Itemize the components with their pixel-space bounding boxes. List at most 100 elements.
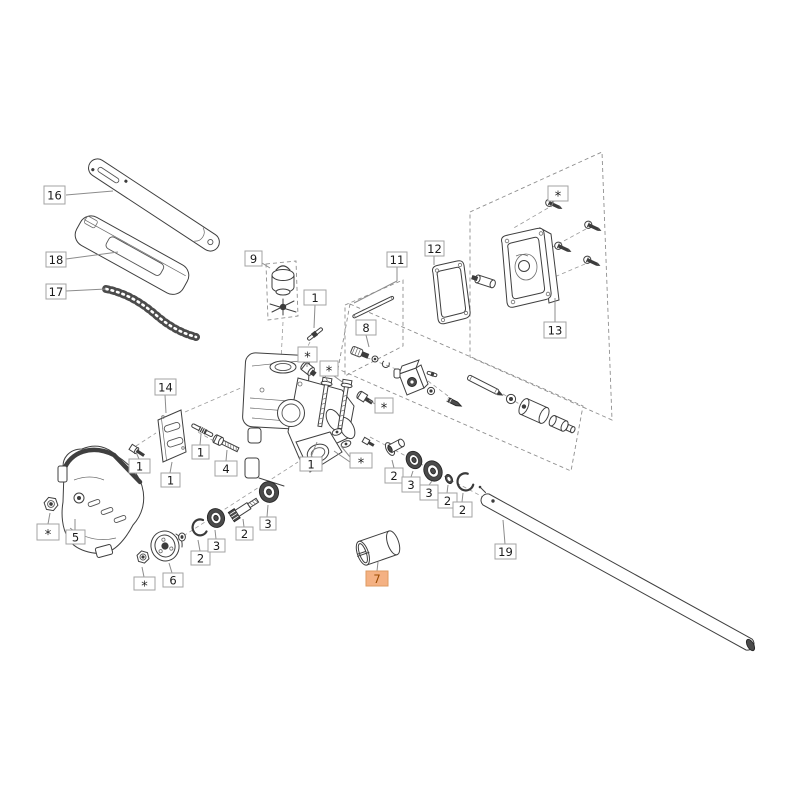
label-1d-box[interactable] — [160, 472, 181, 488]
leader-line — [313, 304, 316, 329]
label-star-nut-bottom[interactable]: * — [133, 576, 156, 595]
label-11[interactable]: 11 — [386, 251, 408, 268]
part-dowel-pin — [191, 423, 214, 437]
leader-line — [446, 484, 449, 494]
label-19-text: 19 — [498, 545, 513, 559]
label-star-plug-text: * — [304, 351, 311, 366]
label-3a-box[interactable] — [207, 538, 226, 553]
label-12-box[interactable] — [424, 240, 445, 257]
label-17-box[interactable] — [45, 283, 67, 300]
label-18[interactable]: 18 — [45, 251, 67, 268]
label-9-box[interactable] — [244, 250, 263, 267]
label-17[interactable]: 17 — [45, 283, 67, 300]
label-3d[interactable]: 3 — [419, 484, 439, 501]
leader-line — [168, 562, 173, 574]
label-star-screw[interactable]: * — [374, 397, 394, 417]
label-17-text: 17 — [49, 285, 64, 299]
label-6-box[interactable] — [162, 572, 184, 588]
label-19-box[interactable] — [494, 543, 517, 560]
label-16[interactable]: 16 — [43, 185, 66, 205]
label-2b-box[interactable] — [235, 526, 254, 541]
label-11-box[interactable] — [386, 251, 408, 268]
label-7-box[interactable] — [365, 570, 389, 587]
leader-line — [310, 441, 318, 458]
label-1b[interactable]: 1 — [299, 456, 323, 472]
label-16-box[interactable] — [43, 185, 66, 205]
label-star-cover[interactable]: * — [547, 185, 569, 205]
label-2d-box[interactable] — [437, 492, 458, 509]
label-2d[interactable]: 2 — [437, 492, 458, 509]
label-1c-box[interactable] — [128, 458, 151, 474]
label-2e[interactable]: 2 — [452, 501, 473, 518]
label-star-clips-box[interactable] — [349, 452, 373, 469]
label-19[interactable]: 19 — [494, 543, 517, 560]
label-8-box[interactable] — [355, 319, 377, 336]
label-star-cover-box[interactable] — [547, 185, 569, 202]
label-2b[interactable]: 2 — [235, 526, 254, 541]
part-coupler — [518, 398, 550, 424]
label-13[interactable]: 13 — [543, 321, 567, 339]
part-saw-chain — [102, 285, 200, 341]
label-1a-box[interactable] — [303, 289, 327, 306]
label-4[interactable]: 4 — [214, 460, 238, 477]
label-9[interactable]: 9 — [244, 250, 263, 267]
part-nut-bottom — [136, 550, 150, 564]
leader-line — [365, 334, 370, 348]
leader-line — [164, 394, 167, 414]
label-18-box[interactable] — [45, 251, 67, 268]
label-star-nut-bottom-box[interactable] — [133, 576, 156, 591]
label-1b-box[interactable] — [299, 456, 323, 472]
label-12[interactable]: 12 — [424, 240, 445, 257]
label-2a[interactable]: 2 — [190, 550, 211, 566]
label-star-screw-box[interactable] — [374, 397, 394, 414]
label-7[interactable]: 7 — [365, 570, 389, 587]
label-star-screw-text: * — [381, 402, 388, 417]
leader-line — [242, 518, 245, 528]
part-clutch-drum — [150, 530, 183, 562]
part-snap-ring-left — [191, 518, 208, 537]
label-2a-box[interactable] — [190, 550, 211, 566]
label-1a[interactable]: 1 — [303, 289, 327, 306]
label-13-box[interactable] — [543, 321, 567, 339]
label-1d[interactable]: 1 — [160, 472, 181, 488]
callout-labels: 161817911181213*14****11114*5*6232323322… — [36, 185, 569, 595]
label-star-plug-box[interactable] — [297, 346, 318, 363]
label-star-nut-bottom-text: * — [141, 580, 148, 595]
label-6-text: 6 — [169, 574, 176, 588]
label-star-bolts-box[interactable] — [319, 360, 339, 377]
label-5-box[interactable] — [65, 529, 86, 545]
label-1c-text: 1 — [136, 460, 143, 474]
label-1e-box[interactable] — [191, 444, 210, 460]
leader-line — [376, 561, 379, 572]
leader-line — [266, 504, 269, 518]
part-gear-cover — [471, 227, 560, 308]
label-star-nut-left[interactable]: * — [36, 523, 60, 543]
label-14[interactable]: 14 — [154, 378, 177, 396]
label-3b-box[interactable] — [259, 516, 277, 531]
part-collar — [384, 438, 405, 456]
label-4-box[interactable] — [214, 460, 238, 477]
label-3a-text: 3 — [213, 539, 220, 553]
label-3a[interactable]: 3 — [207, 538, 226, 553]
part-guide-bar — [88, 158, 220, 252]
label-star-clips[interactable]: * — [349, 452, 373, 472]
label-16-text: 16 — [47, 189, 62, 203]
part-bearing-left-2 — [258, 481, 280, 503]
label-star-plug[interactable]: * — [297, 346, 318, 366]
label-1e[interactable]: 1 — [191, 444, 210, 460]
part-side-screw — [356, 390, 374, 405]
label-2e-box[interactable] — [452, 501, 473, 518]
label-1c[interactable]: 1 — [128, 458, 151, 474]
label-5[interactable]: 5 — [65, 529, 86, 545]
label-6[interactable]: 6 — [162, 572, 184, 588]
label-8[interactable]: 8 — [355, 319, 377, 336]
label-14-box[interactable] — [154, 378, 177, 396]
label-star-bolts[interactable]: * — [319, 360, 339, 380]
label-3c-text: 3 — [407, 478, 414, 492]
label-star-nut-left-box[interactable] — [36, 523, 60, 541]
label-3c[interactable]: 3 — [401, 476, 421, 493]
part-plug-screw — [300, 361, 317, 377]
label-2c[interactable]: 2 — [384, 467, 404, 484]
label-2c-box[interactable] — [384, 467, 404, 484]
label-3b[interactable]: 3 — [259, 516, 277, 531]
